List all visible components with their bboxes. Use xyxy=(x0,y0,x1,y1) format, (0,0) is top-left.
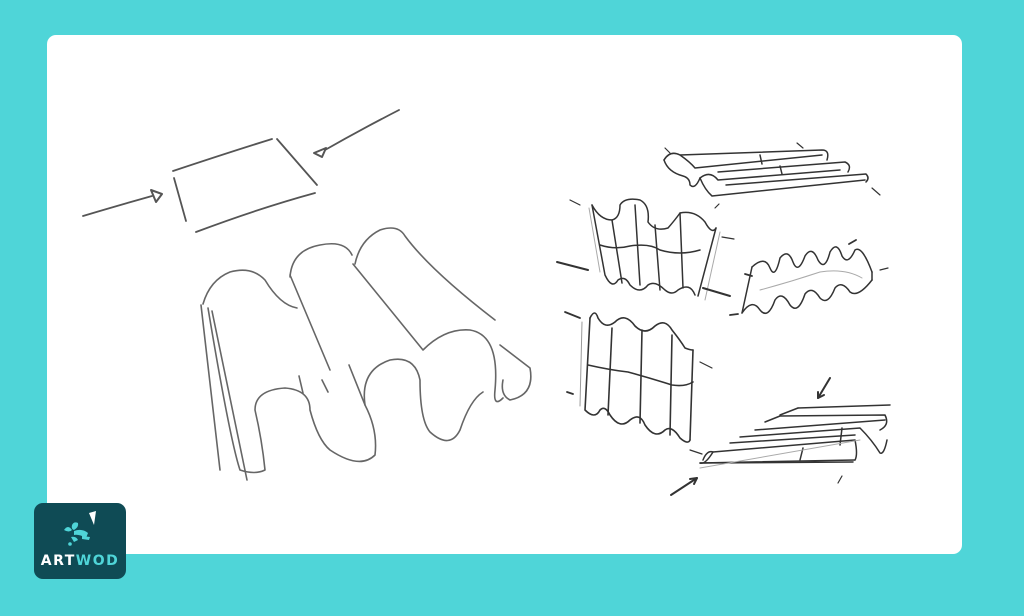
diagonal-wavy-sheet-sketch xyxy=(729,239,889,316)
logo-text-art: ART xyxy=(40,553,76,569)
logo-wordmark: ARTWOD xyxy=(34,553,126,569)
vertical-wavy-sheet-sketch xyxy=(556,198,735,301)
artwod-logo[interactable]: ARTWOD xyxy=(34,503,126,579)
logo-text-wod: WOD xyxy=(75,553,120,569)
vertical-corrugated-panel-sketch xyxy=(564,311,713,443)
flat-plane-sketch xyxy=(82,109,400,233)
large-wavy-sheet-sketch xyxy=(200,227,532,481)
illustration-card xyxy=(47,35,962,554)
horizontal-corrugated-sheet-sketch xyxy=(663,142,881,209)
rocket-brush-icon xyxy=(64,511,96,546)
stacked-horizontal-sheet-sketch xyxy=(670,377,891,496)
